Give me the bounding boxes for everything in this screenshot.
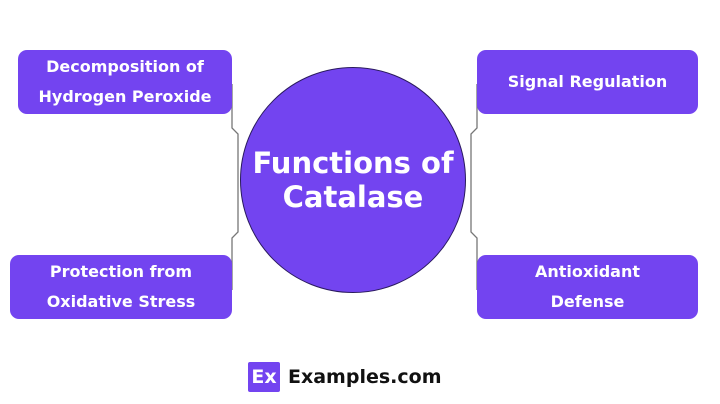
function-label: Oxidative Stress <box>46 292 196 311</box>
brand-logo: Ex Examples.com <box>248 362 442 392</box>
center-title: Functions of <box>252 146 454 180</box>
function-label: Antioxidant <box>535 262 640 281</box>
function-box-decomposition: Decomposition of Hydrogen Peroxide <box>18 50 232 114</box>
function-box-signal-regulation: Signal Regulation <box>477 50 698 114</box>
function-label: Defense <box>550 292 625 311</box>
function-label: Signal Regulation <box>507 72 668 91</box>
function-label: Decomposition of <box>46 57 204 76</box>
function-label: Hydrogen Peroxide <box>38 87 212 106</box>
brand-name: Examples.com <box>288 366 442 388</box>
function-label: Protection from <box>49 262 193 281</box>
center-title: Catalase <box>282 180 424 214</box>
brand-mark-icon: Ex <box>248 362 280 392</box>
